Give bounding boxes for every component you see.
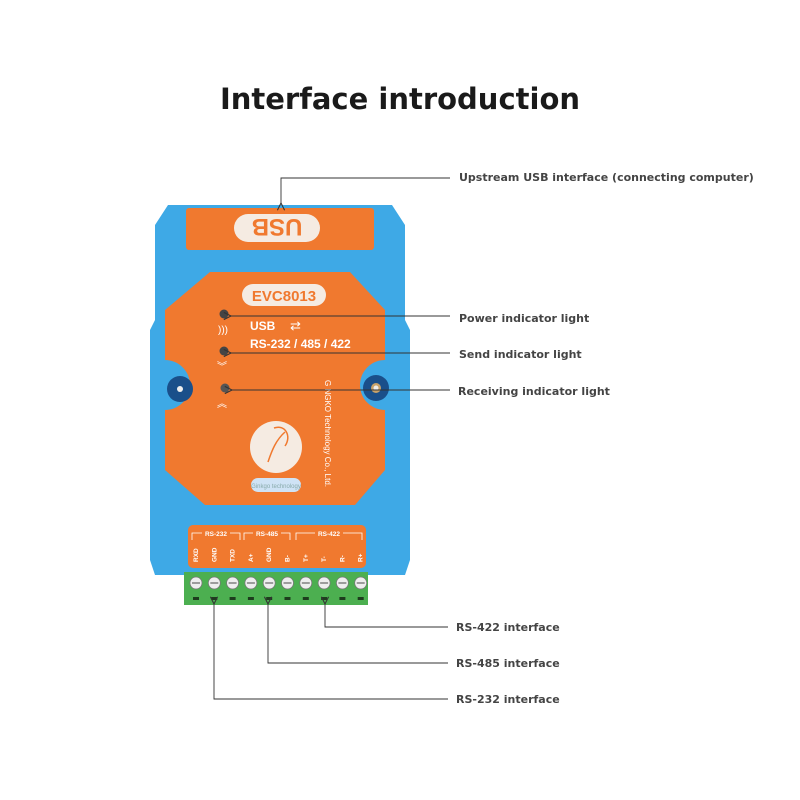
callout-rs422: RS-422 interface: [456, 621, 560, 634]
maker-text: G NGKO Technology Co., Ltd.: [323, 380, 332, 487]
callout-send-light: Send indicator light: [459, 348, 582, 361]
callout-receive-light: Receiving indicator light: [458, 385, 610, 398]
usb-port-label: USB: [252, 213, 303, 240]
receive-led: [220, 383, 230, 393]
chevron-up-icon: ︽: [217, 399, 227, 410]
power-led: [219, 309, 229, 319]
ginkgo-logo: [250, 421, 302, 473]
usb-text: USB: [250, 319, 276, 333]
pin-label: T-: [321, 556, 328, 562]
pin-label: TXD: [230, 549, 237, 562]
callout-rs485: RS-485 interface: [456, 657, 560, 670]
send-led: [219, 346, 229, 356]
wave-icon: ))): [218, 325, 228, 336]
pin-label: T+: [303, 554, 310, 562]
chevron-down-icon: ︾: [217, 361, 227, 373]
group-label: RS-232: [205, 531, 227, 538]
pin-label: GND: [266, 547, 273, 562]
exchange-icon: ⇄: [290, 318, 301, 333]
callout-rs232: RS-232 interface: [456, 693, 560, 706]
pin-label: R-: [339, 555, 346, 562]
group-label: RS-422: [318, 531, 340, 538]
pin-label: A+: [248, 553, 255, 562]
pin-label: GND: [211, 547, 218, 562]
pin-label: RXD: [193, 548, 200, 562]
page-title: Interface introduction: [219, 82, 581, 116]
logo-text: Ginkgo technology: [251, 484, 301, 490]
callout-usb-upstream: Upstream USB interface (connecting compu…: [459, 171, 754, 184]
pin-label: B-: [285, 555, 292, 562]
callout-power-light: Power indicator light: [459, 312, 590, 325]
pin-label: R+: [358, 553, 365, 562]
front-panel: [165, 272, 385, 505]
group-label: RS-485: [256, 531, 278, 538]
protocol-text: RS-232 / 485 / 422: [250, 337, 351, 351]
model-label: EVC8013: [252, 288, 316, 305]
